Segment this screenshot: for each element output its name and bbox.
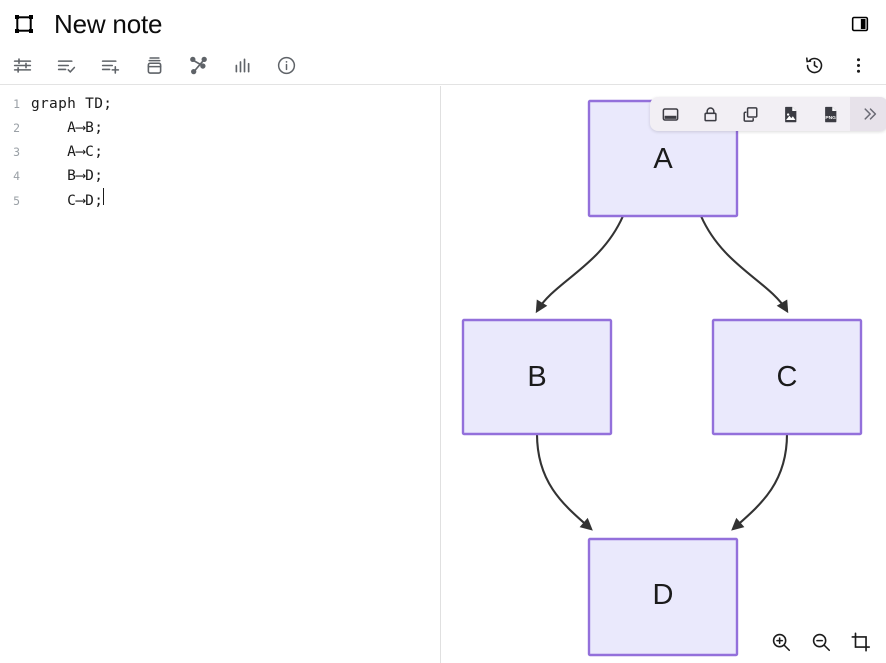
- panel-bottom-icon[interactable]: [650, 97, 690, 131]
- node-d-box[interactable]: [587, 537, 739, 657]
- git-branch-icon[interactable]: [176, 48, 220, 82]
- more-vertical-icon[interactable]: [836, 48, 880, 82]
- history-clock-icon[interactable]: [792, 48, 836, 82]
- node-c-box[interactable]: [711, 318, 863, 436]
- copy-icon[interactable]: [730, 97, 770, 131]
- header-actions: [848, 12, 872, 36]
- diagram-node-b[interactable]: B: [461, 318, 613, 436]
- zoom-in-icon[interactable]: [768, 629, 794, 655]
- frame-select-icon: [10, 10, 38, 38]
- code-editor[interactable]: 1 graph TD; 2 A⟶B; 3 A⟶C; 4 B⟶D; 5 C⟶D;: [0, 92, 440, 212]
- bar-chart-icon[interactable]: [220, 48, 264, 82]
- lock-icon[interactable]: [690, 97, 730, 131]
- main-toolbar: [0, 46, 886, 85]
- line-number: 1: [13, 97, 20, 111]
- diagram-preview-pane[interactable]: A B C D: [441, 86, 886, 663]
- line-content: C⟶D;: [31, 193, 104, 209]
- node-b-label: B: [527, 361, 546, 393]
- text-cursor: [103, 188, 105, 205]
- app-header: New note: [0, 0, 886, 48]
- diagram-node-c[interactable]: C: [711, 318, 863, 436]
- code-line[interactable]: 4 B⟶D;: [0, 164, 440, 188]
- diagram-edges: [535, 215, 789, 531]
- database-stack-icon[interactable]: [132, 48, 176, 82]
- pane-divider[interactable]: [440, 86, 441, 663]
- line-content: A⟶B;: [31, 120, 104, 136]
- code-line[interactable]: 5 C⟶D;: [0, 188, 440, 212]
- node-b-box[interactable]: [461, 318, 613, 436]
- mermaid-diagram: A B C D: [461, 99, 863, 657]
- line-content: B⟶D;: [31, 168, 104, 184]
- edge-a-c: [700, 215, 789, 314]
- code-line[interactable]: 3 A⟶C;: [0, 140, 440, 164]
- node-c-label: C: [777, 361, 798, 393]
- diagram-float-toolbar: PNG: [650, 97, 886, 131]
- edge-b-d: [535, 433, 593, 531]
- edge-c-d: [731, 433, 789, 531]
- code-editor-pane[interactable]: 1 graph TD; 2 A⟶B; 3 A⟶C; 4 B⟶D; 5 C⟶D;: [0, 86, 440, 663]
- tune-sliders-icon[interactable]: [0, 48, 44, 82]
- line-number: 2: [13, 121, 20, 135]
- fit-crop-icon[interactable]: [848, 629, 874, 655]
- line-content: graph TD;: [31, 96, 113, 112]
- edge-a-b: [535, 215, 624, 314]
- zoom-out-icon[interactable]: [808, 629, 834, 655]
- split-panel-icon[interactable]: [848, 12, 872, 36]
- svg-text:PNG: PNG: [825, 114, 836, 120]
- code-line[interactable]: 1 graph TD;: [0, 92, 440, 116]
- toolbar-right-group: [792, 48, 880, 82]
- chevron-double-right-icon[interactable]: [850, 97, 886, 131]
- list-check-icon[interactable]: [44, 48, 88, 82]
- page-title[interactable]: New note: [54, 9, 163, 39]
- info-circle-icon[interactable]: [264, 48, 308, 82]
- image-file-icon[interactable]: [770, 97, 810, 131]
- node-a-label: A: [653, 143, 673, 175]
- line-number: 3: [13, 145, 20, 159]
- line-number: 4: [13, 169, 20, 183]
- list-plus-icon[interactable]: [88, 48, 132, 82]
- node-d-label: D: [653, 579, 674, 611]
- line-number: 5: [13, 194, 20, 208]
- line-content: A⟶C;: [31, 144, 104, 160]
- code-line[interactable]: 2 A⟶B;: [0, 116, 440, 140]
- zoom-controls: [768, 629, 874, 655]
- png-file-icon[interactable]: PNG: [810, 97, 850, 131]
- toolbar-left-group: [0, 48, 308, 82]
- diagram-node-d[interactable]: D: [587, 537, 739, 657]
